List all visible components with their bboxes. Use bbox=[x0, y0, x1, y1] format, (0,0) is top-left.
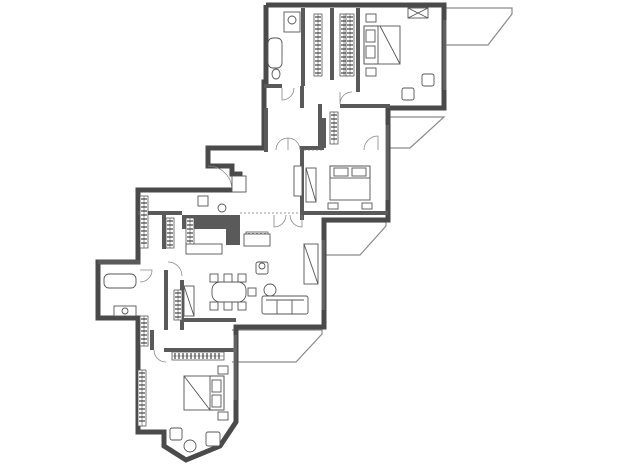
balcony-top-right bbox=[444, 7, 513, 46]
door-left-corridor bbox=[167, 261, 183, 277]
wall-bath-bottom bbox=[264, 84, 282, 88]
sink-icon bbox=[287, 15, 297, 25]
wall-bottom-closet bbox=[150, 330, 154, 350]
chair-icon bbox=[223, 301, 233, 311]
nightstand-icon bbox=[327, 202, 339, 210]
door-top-bedroom bbox=[339, 91, 353, 105]
chair-icon bbox=[237, 273, 247, 283]
armchair-icon bbox=[169, 427, 183, 441]
chair-icon bbox=[247, 287, 257, 297]
hall bbox=[197, 165, 303, 213]
armchair-icon bbox=[401, 87, 415, 101]
toilet-icon bbox=[271, 68, 281, 80]
wall-corridor bbox=[264, 108, 268, 152]
balcony-living-top bbox=[326, 221, 387, 256]
nightstand-icon bbox=[365, 67, 377, 77]
bathroom-top bbox=[267, 11, 301, 80]
armchair-icon bbox=[255, 261, 269, 275]
dining-table-icon bbox=[211, 281, 247, 303]
wall-living-lower bbox=[180, 318, 236, 322]
door-top-bath bbox=[281, 87, 295, 101]
bench-icon bbox=[293, 165, 303, 197]
sink-icon bbox=[121, 307, 129, 315]
door-left-bath bbox=[139, 269, 153, 283]
nightstand-icon bbox=[217, 411, 229, 421]
wall-corridor-left bbox=[164, 270, 168, 330]
living-dining bbox=[183, 233, 319, 317]
wall-living-closet bbox=[226, 215, 240, 245]
kitchen-counter bbox=[243, 233, 271, 247]
door-corridor-b bbox=[287, 137, 301, 151]
wall-middle-closet bbox=[322, 118, 326, 148]
door-entry bbox=[207, 165, 233, 191]
coffee-table-icon bbox=[263, 283, 277, 297]
doors bbox=[139, 87, 379, 363]
tv-cabinet bbox=[185, 243, 223, 255]
cabinet-icon bbox=[231, 175, 247, 193]
bedroom-bottom bbox=[169, 365, 229, 453]
nightstand-icon bbox=[361, 202, 373, 210]
wall-bedroom-bottom bbox=[340, 104, 390, 108]
side-table-icon bbox=[258, 262, 266, 270]
sink-counter bbox=[113, 305, 137, 317]
chair-icon bbox=[209, 273, 219, 283]
bedroom-middle bbox=[305, 165, 373, 210]
bathroom-left bbox=[103, 273, 137, 317]
bedroom-top bbox=[363, 7, 435, 101]
balcony-living-bottom bbox=[232, 329, 323, 363]
bathtub-icon bbox=[103, 273, 137, 289]
washbasin-icon bbox=[197, 195, 209, 207]
wall-closet-closet bbox=[330, 8, 334, 80]
wall-middle-top bbox=[300, 146, 324, 150]
chair-icon bbox=[209, 301, 219, 311]
wall-closet-bedroom bbox=[356, 8, 360, 92]
wall-hall-bottom-b bbox=[300, 211, 388, 215]
sofa-icon bbox=[261, 295, 309, 315]
wardrobes bbox=[137, 13, 355, 427]
wall-closet-block bbox=[182, 215, 240, 229]
chair-icon bbox=[237, 301, 247, 311]
outer-wall bbox=[95, 2, 447, 463]
armchair-icon bbox=[205, 431, 221, 447]
wall-stub-1 bbox=[300, 86, 304, 108]
door-bottom-bedroom bbox=[153, 349, 167, 363]
bathtub-icon bbox=[267, 37, 283, 69]
outer-walls bbox=[95, 2, 447, 463]
door-middle-bedroom bbox=[363, 135, 379, 151]
door-corridor-a bbox=[275, 137, 289, 151]
balcony-bedroom-middle bbox=[388, 116, 446, 149]
side-table-icon bbox=[183, 439, 197, 453]
bed-icon bbox=[183, 375, 225, 411]
armchair-icon bbox=[421, 73, 435, 87]
wall-bottom-bedroom-top bbox=[164, 348, 236, 352]
wall-left-closet bbox=[162, 215, 166, 249]
wall-hall-bottom-a bbox=[138, 211, 182, 215]
bed-icon bbox=[329, 165, 371, 201]
nightstand-icon bbox=[365, 13, 377, 23]
chair-icon bbox=[223, 273, 233, 283]
wall-bath-left-top bbox=[98, 260, 140, 264]
wall-bath-closet bbox=[301, 8, 305, 86]
toilet-icon bbox=[217, 203, 227, 213]
door-living-a bbox=[273, 214, 287, 228]
nightstand-icon bbox=[217, 365, 229, 375]
windows bbox=[233, 20, 447, 400]
sink-counter bbox=[283, 11, 301, 33]
door-living-b bbox=[289, 214, 303, 228]
wall-stub-2 bbox=[318, 104, 322, 150]
